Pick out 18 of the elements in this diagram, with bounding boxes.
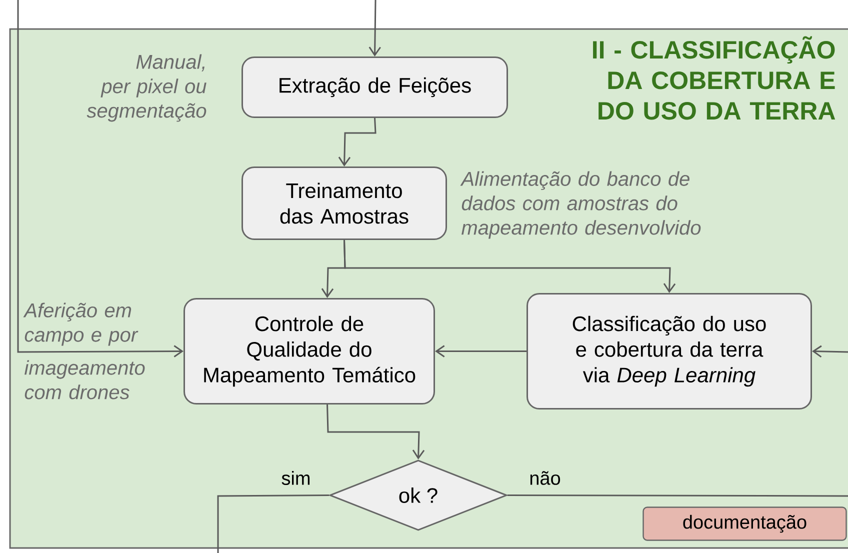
- edge-label: sim: [280, 470, 312, 486]
- annotation-note: imageamento com drones: [24, 360, 145, 400]
- edge-label: não: [528, 470, 562, 486]
- arrow: [344, 240, 676, 293]
- process-box: Treinamento das Amostras: [242, 166, 447, 240]
- section-title: II - CLASSIFICAÇÃO DA COBERTURA E DO USO DA TERRA: [593, 36, 836, 120]
- process-box: Classificação do uso e cobertura da terra via Deep Learning: [526, 293, 812, 410]
- process-box: Extração de Feições: [242, 56, 508, 118]
- document-box: documentação: [642, 506, 847, 541]
- arrow: [435, 345, 526, 358]
- arrow: [326, 404, 425, 460]
- process-box: Controle de Qualidade do Mapeamento Temático: [184, 298, 435, 404]
- annotation-note: Alimentação do banco de dados com amostras do mapeamento desenvolvido: [460, 171, 701, 239]
- arrow: [368, 0, 381, 56]
- annotation-note: Manual, per pixel ou segmentação: [86, 54, 206, 122]
- arrow: [812, 345, 848, 358]
- arrow: [17, 0, 184, 358]
- arrow: [338, 118, 376, 166]
